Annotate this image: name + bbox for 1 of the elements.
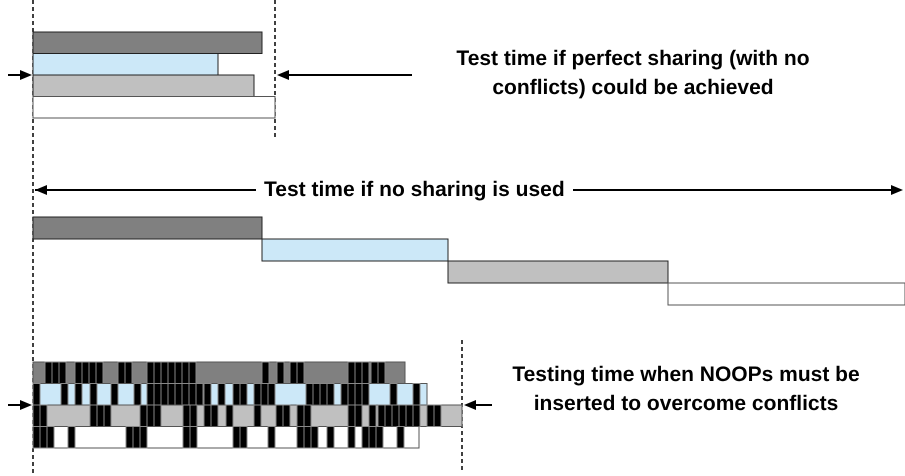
annotation-text: Testing time when NOOPs must be inserted to overcome conflicts bbox=[511, 362, 861, 417]
